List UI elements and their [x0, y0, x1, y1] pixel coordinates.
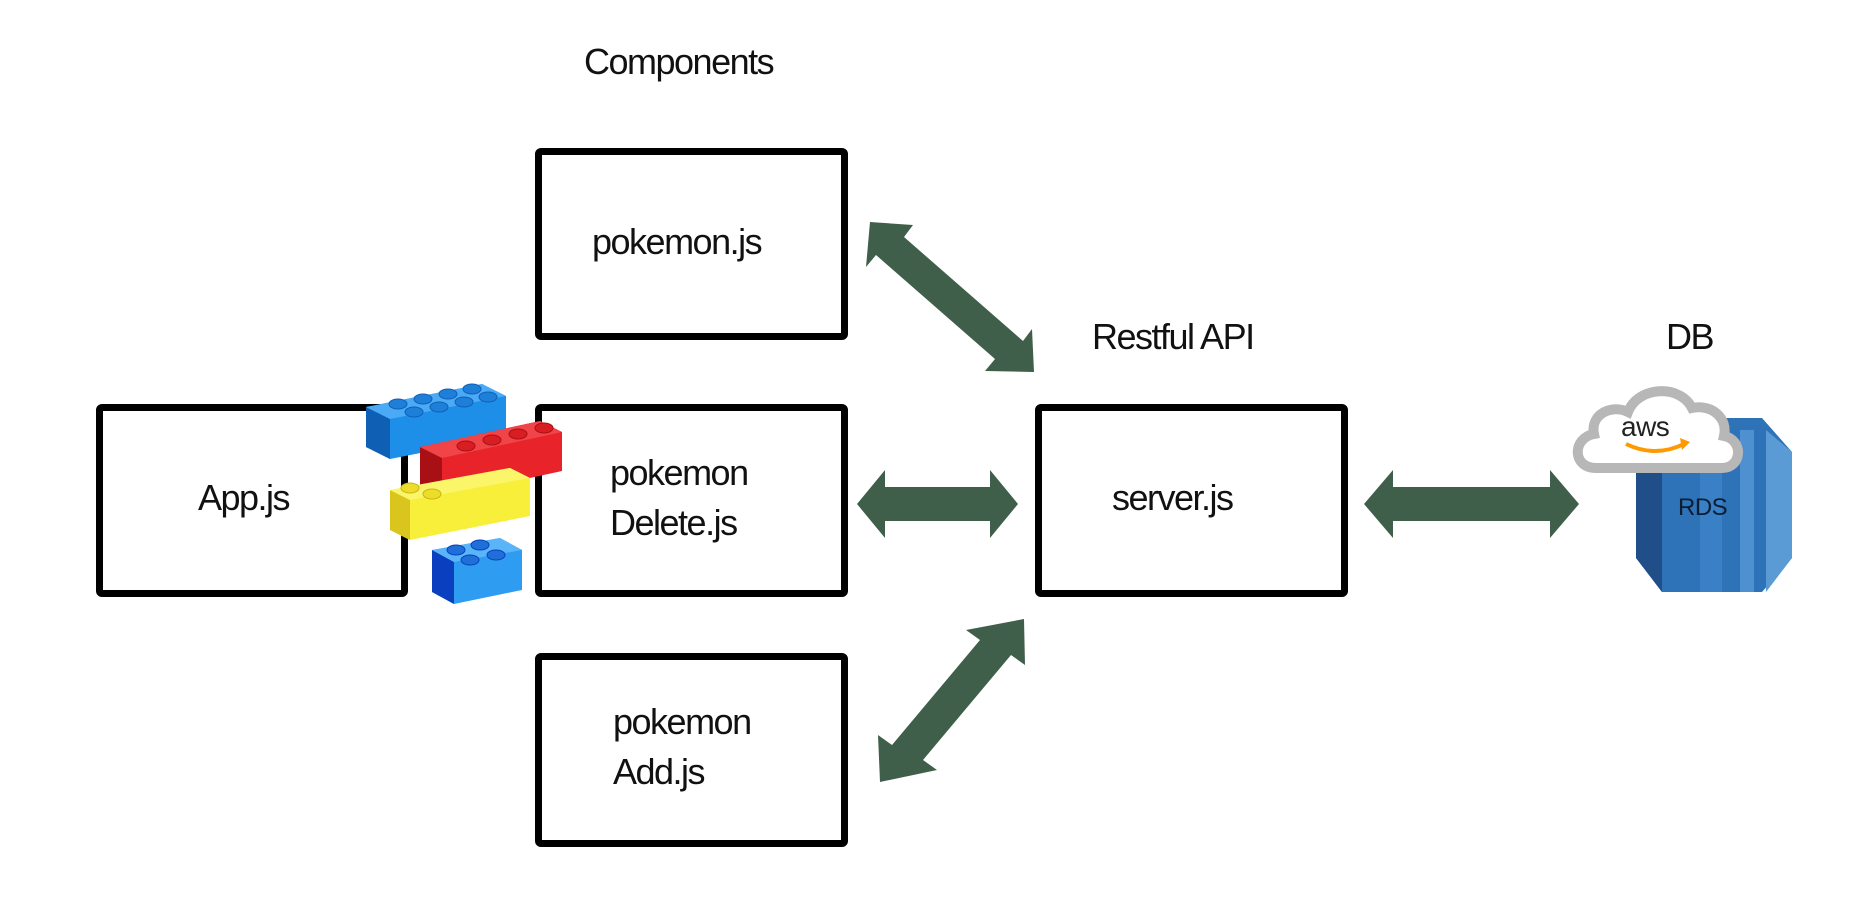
- aws-cloud-icon: [1572, 386, 1743, 473]
- pokemon-add-js-label: pokemon Add.js: [613, 697, 752, 797]
- db-header: DB: [1666, 316, 1715, 357]
- rds-label: RDS: [1678, 494, 1728, 521]
- pokemon-add-line2: Add.js: [613, 751, 706, 792]
- pokemon-delete-js-label: pokemon Delete.js: [610, 448, 749, 548]
- restful-api-header: Restful API: [1092, 316, 1255, 357]
- components-header: Components: [584, 41, 775, 82]
- arrow-server-db: [1364, 470, 1579, 538]
- pokemon-js-box: [535, 148, 848, 340]
- server-js-box: [1035, 404, 1348, 597]
- app-js-label: App.js: [198, 477, 291, 518]
- aws-label: aws: [1621, 411, 1670, 442]
- pokemon-delete-line2: Delete.js: [610, 502, 738, 543]
- arrow-pokemon-server: [866, 222, 1034, 372]
- pokemon-add-js-box: [535, 653, 848, 847]
- arrow-add-server: [878, 619, 1025, 782]
- pokemon-js-label: pokemon.js: [592, 221, 763, 262]
- pokemon-delete-line1: pokemon: [610, 452, 749, 493]
- pokemon-add-line1: pokemon: [613, 701, 752, 742]
- server-js-label: server.js: [1112, 477, 1234, 518]
- arrow-delete-server: [857, 470, 1018, 538]
- lego-blocks-icon: [366, 383, 562, 604]
- pokemon-delete-js-box: [535, 404, 848, 597]
